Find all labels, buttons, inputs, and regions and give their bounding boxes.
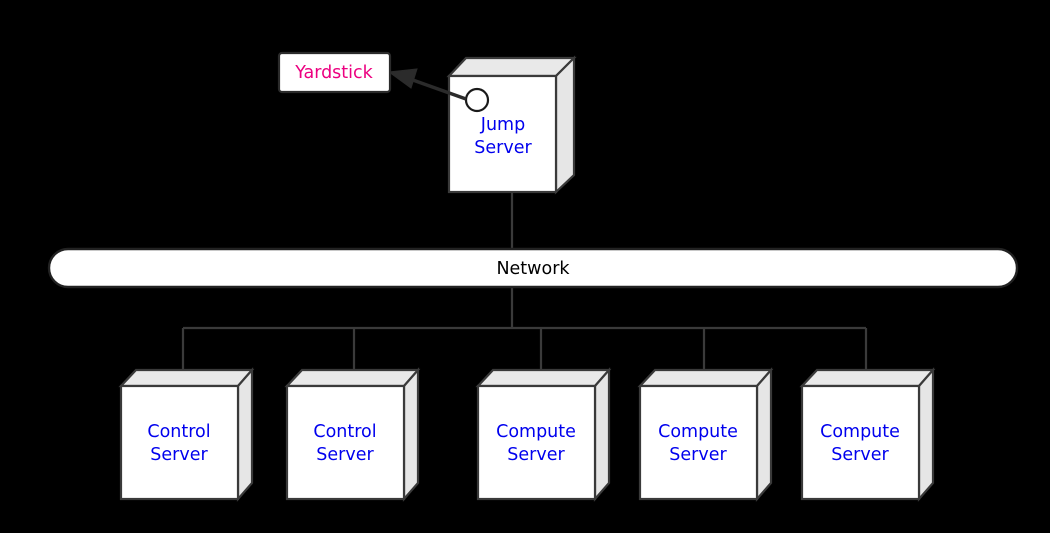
arrow-shaft: [409, 77, 467, 101]
jump-server-top-face: [446, 56, 577, 78]
server-4-label-line2: Server: [669, 445, 727, 465]
node-server-2[interactable]: Control Server: [284, 367, 421, 502]
arrow-jumpserver-to-yardstick: [387, 68, 467, 101]
network-bar-label: Network: [496, 259, 570, 279]
server-5-side-face: [917, 367, 935, 502]
server-5-front-face: [800, 384, 921, 501]
server-2-label-line2: Server: [316, 445, 374, 465]
server-5-label-line2: Server: [831, 445, 889, 465]
node-server-3[interactable]: Compute Server: [475, 367, 612, 502]
yardstick-box-shape: [277, 51, 392, 94]
server-3-label-line2: Server: [507, 445, 565, 465]
server-1-label-line1: Control: [147, 422, 210, 442]
node-server-4[interactable]: Compute Server: [637, 367, 774, 502]
server-4-top-face: [637, 368, 774, 388]
jump-server-label-line1: Jump: [480, 115, 525, 135]
server-4-front-face: [638, 384, 759, 501]
jump-server-side-face: [554, 55, 576, 195]
server-5-top-face: [799, 368, 936, 388]
yardstick-label-text: Yardstick: [294, 63, 373, 83]
server-3-top-face: [475, 368, 612, 388]
server-1-front-face: [119, 384, 240, 501]
network-bar-shape: [47, 247, 1019, 289]
arrow-head-icon: [387, 68, 418, 89]
node-server-5[interactable]: Compute Server: [799, 367, 936, 502]
server-5-label-line1: Compute: [820, 422, 900, 442]
server-4-side-face: [755, 367, 773, 502]
server-2-top-face: [284, 368, 421, 388]
server-4-label-line1: Compute: [658, 422, 738, 442]
server-2-label-line1: Control: [313, 422, 376, 442]
jump-server-label-line2: Server: [474, 138, 532, 158]
server-3-front-face: [476, 384, 597, 501]
server-1-label-line2: Server: [150, 445, 208, 465]
server-1-top-face: [118, 368, 255, 388]
server-1-side-face: [236, 367, 254, 502]
server-3-label-line1: Compute: [496, 422, 576, 442]
server-3-side-face: [593, 367, 611, 502]
node-jump-server[interactable]: Jump Server: [446, 55, 577, 195]
network-bar[interactable]: Network: [47, 247, 1019, 289]
jump-server-front-face: [447, 74, 558, 194]
node-server-1[interactable]: Control Server: [118, 367, 255, 502]
circle-port-icon[interactable]: [464, 87, 490, 113]
yardstick-label-box[interactable]: Yardstick: [277, 51, 392, 94]
server-2-side-face: [402, 367, 420, 502]
server-2-front-face: [285, 384, 406, 501]
